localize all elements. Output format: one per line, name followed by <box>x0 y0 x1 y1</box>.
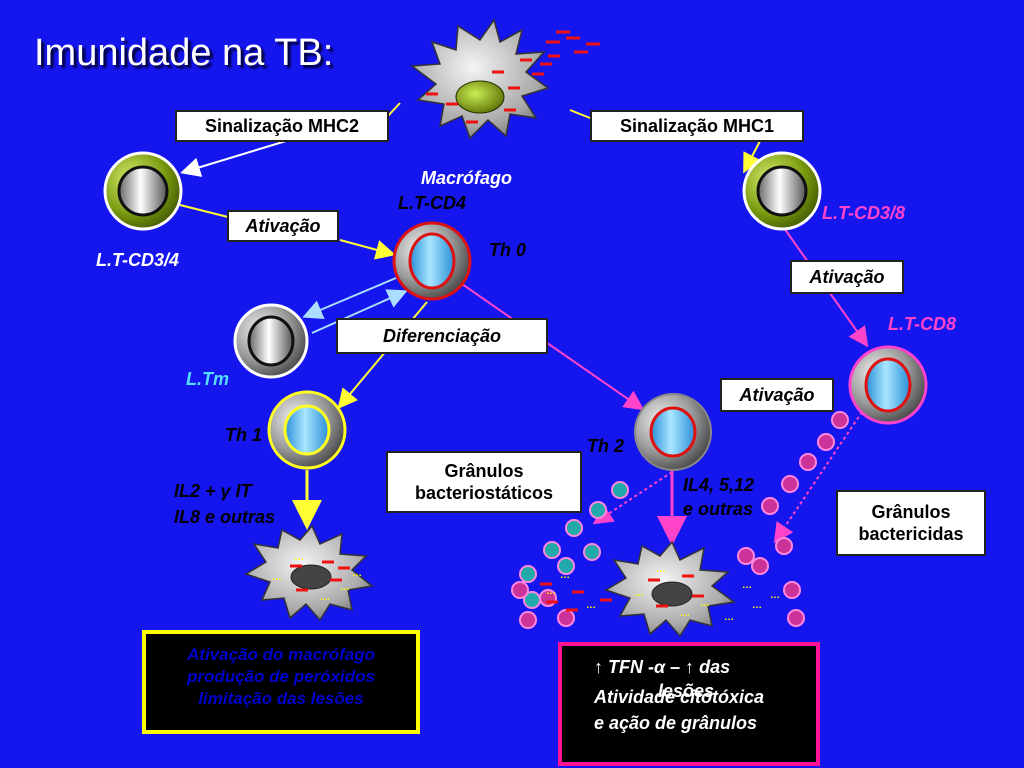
svg-text:…: … <box>272 572 282 583</box>
svg-text:…: … <box>340 582 350 593</box>
ativacao-box-right: Ativação <box>790 260 904 294</box>
granule-bactericidal <box>558 610 574 626</box>
cell-lt-cd38 <box>744 153 820 229</box>
svg-text:…: … <box>680 608 690 619</box>
granule-bactericidal <box>738 548 754 564</box>
page-title: Imunidade na TB: <box>34 32 333 75</box>
ativacao-box-left: Ativação <box>227 210 339 242</box>
arrow-mhc2-to-cd34 <box>184 141 286 172</box>
svg-text:…: … <box>742 580 752 591</box>
granule-bactericidal <box>752 558 768 574</box>
granule-bacteriostatic <box>612 482 628 498</box>
cell-ltm <box>235 305 307 377</box>
granule-bactericidal <box>818 434 834 450</box>
lt-cd38-label: L.T-CD3/8 <box>822 203 905 224</box>
granule-bacteriostatic <box>566 520 582 536</box>
svg-text:…: … <box>586 600 596 611</box>
th1-label: Th 1 <box>225 425 262 446</box>
cell-lt-cd8 <box>850 347 926 423</box>
th0-label: Th 0 <box>489 240 526 261</box>
lt-cd34-label: L.T-CD3/4 <box>96 250 179 271</box>
result-th1-line3: limitação das lesões <box>146 688 416 710</box>
lt-cd8-label: L.T-CD8 <box>888 314 956 335</box>
svg-text:…: … <box>352 568 362 579</box>
svg-text:…: … <box>656 564 666 575</box>
result-box-th1: Ativação do macrófago produção de peróxi… <box>142 630 420 734</box>
sinalizacao-mhc1-box: Sinalização MHC1 <box>590 110 804 142</box>
result-th1-line2: produção de peróxidos <box>146 666 416 688</box>
diferenciacao-box: Diferenciação <box>336 318 548 354</box>
cell-lt-cd4-th0 <box>394 223 470 299</box>
arrow-th2-granules <box>596 472 672 522</box>
granule-bactericidal <box>520 612 536 628</box>
svg-text:…: … <box>546 586 556 597</box>
cell-th1 <box>269 392 345 468</box>
macrophage-top <box>412 20 600 138</box>
sinalizacao-mhc2-box: Sinalização MHC2 <box>175 110 389 142</box>
result-th2-line3: Atividade citotóxica <box>594 686 764 709</box>
arrow-cd4-to-ltm <box>306 278 396 316</box>
svg-text:…: … <box>560 570 570 581</box>
granule-bactericidal <box>800 454 816 470</box>
granule-bactericidal <box>788 610 804 626</box>
il2-line1: IL2 + γ IT <box>174 481 252 502</box>
granulos-bacteriostaticos-box: Grânulos bacteriostáticos <box>386 451 582 513</box>
macrophage-th1: …………… <box>246 526 372 620</box>
macrofago-label: Macrófago <box>421 168 512 189</box>
arrow-ativacao-cd4 <box>340 240 392 254</box>
il2-line2: IL8 e outras <box>174 507 275 528</box>
svg-text:…: … <box>724 612 734 623</box>
lt-cd4-label: L.T-CD4 <box>398 193 466 214</box>
th2-label: Th 2 <box>587 436 624 457</box>
il4-line2: e outras <box>683 499 753 520</box>
cell-th2 <box>635 394 711 470</box>
granule-bactericidal <box>832 412 848 428</box>
granule-bactericidal <box>512 582 528 598</box>
il4-line1: IL4, 5,12 <box>683 475 754 496</box>
granule-bactericidal <box>776 538 792 554</box>
granule-bactericidal <box>784 582 800 598</box>
arrow-macro-mhc2 <box>388 103 400 116</box>
cell-lt-cd34 <box>105 153 181 229</box>
result-box-th2: ↑ TFN -α – ↑ das lesões Atividade citotó… <box>558 642 820 766</box>
granule-bacteriostatic <box>544 542 560 558</box>
result-th2-line4: e ação de grânulos <box>594 712 757 735</box>
granule-bacteriostatic <box>520 566 536 582</box>
arrow-cd34-ativacao <box>180 205 232 218</box>
svg-text:…: … <box>294 552 304 563</box>
ltm-label: L.Tm <box>186 369 229 390</box>
svg-text:…: … <box>634 588 644 599</box>
ativacao-box-cd8: Ativação <box>720 378 834 412</box>
svg-text:…: … <box>752 600 762 611</box>
granule-bacteriostatic <box>584 544 600 560</box>
svg-text:…: … <box>320 592 330 603</box>
granule-bactericidal <box>762 498 778 514</box>
svg-text:…: … <box>700 598 710 609</box>
granulos-bactericidas-box: Grânulos bactericidas <box>836 490 986 556</box>
svg-text:…: … <box>770 590 780 601</box>
result-th2-line1: ↑ TFN -α – ↑ das <box>594 656 730 679</box>
result-th1-line1: Ativação do macrófago <box>146 644 416 666</box>
granule-bacteriostatic <box>590 502 606 518</box>
granule-bactericidal <box>782 476 798 492</box>
